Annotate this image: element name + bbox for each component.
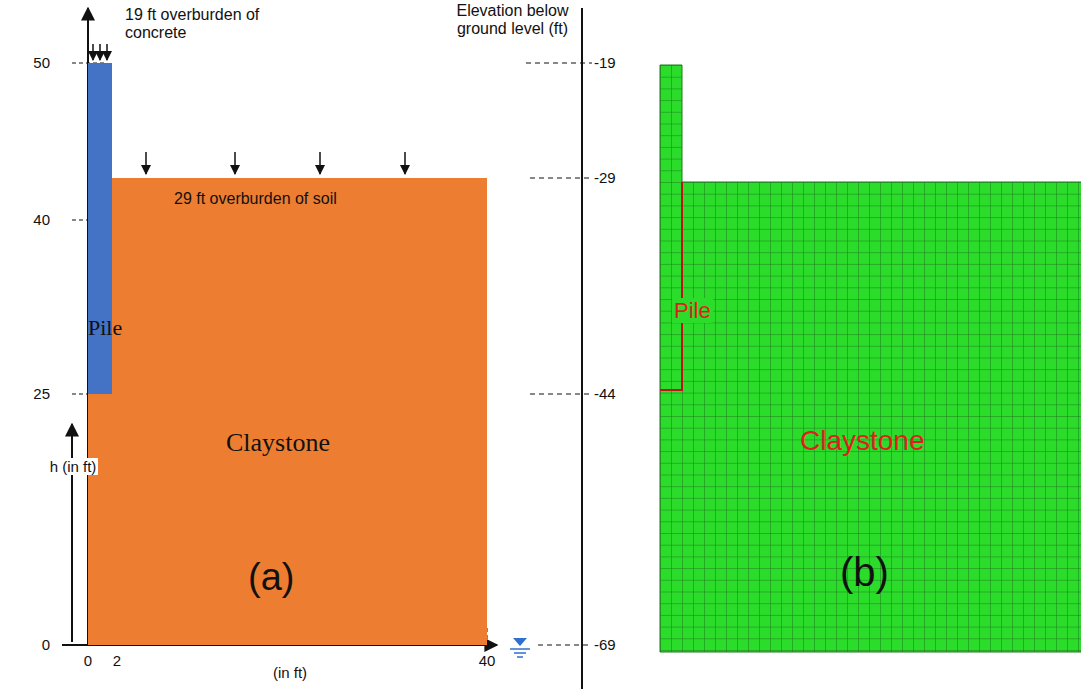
panel-label: (b): [840, 549, 889, 595]
load-arrows: [93, 44, 405, 174]
axis-number: 0: [80, 652, 96, 669]
pile-shape: [88, 63, 112, 394]
axis-number: 25: [18, 385, 50, 402]
elevation-axis: [581, 8, 583, 689]
pile-label: Pile: [88, 315, 122, 340]
pile-block: Pile: [88, 63, 112, 394]
elevation-ticks: [526, 63, 592, 645]
axis-number: 2: [109, 652, 125, 669]
axis-number: 40: [18, 211, 50, 228]
material-label: Claystone: [226, 428, 330, 458]
elevation-number: -69: [594, 636, 634, 653]
h-arrow: [71, 424, 73, 642]
claystone-region: 29 ft overburden of soilClaystone (a): [88, 178, 487, 645]
axis-number: 40: [475, 652, 499, 669]
overburden-note: 29 ft overburden of soil: [174, 190, 337, 208]
mesh-region: PileClaystone (b): [660, 65, 1081, 652]
axis-title: h (in ft): [48, 458, 98, 475]
panel-label: (a): [248, 556, 294, 600]
elevation-number: -29: [594, 169, 634, 186]
elevation-number: -19: [594, 54, 634, 71]
material-label: Claystone: [800, 425, 925, 457]
overburden-note: 19 ft overburden of concrete: [125, 6, 285, 43]
axis-number: 50: [18, 54, 50, 71]
axis-title: (in ft): [262, 664, 318, 681]
axis-number: 0: [18, 636, 50, 653]
axis-title: Elevation below ground level (ft): [455, 2, 570, 39]
water-table-symbol: [510, 638, 530, 657]
pile-label: Pile: [672, 298, 713, 323]
elevation-number: -44: [594, 385, 634, 402]
tick-lines: [72, 63, 487, 645]
